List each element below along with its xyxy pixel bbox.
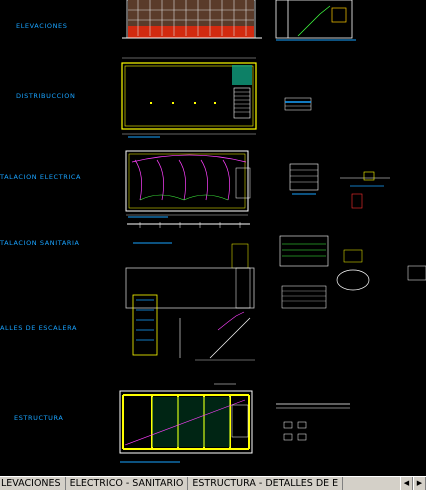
sanitary-plan-drawing (125, 222, 426, 309)
stair-details-drawing (132, 294, 255, 361)
section-label-electrica: TALACION ELECTRICA (0, 173, 82, 181)
electrical-plan-drawing (125, 150, 390, 218)
tab-estructura-detalles[interactable]: ESTRUCTURA - DETALLES DE E (188, 477, 344, 490)
layout-tabs: LEVACIONES ELECTRICO - SANITARIO ESTRUCT… (0, 477, 400, 490)
tab-elevaciones[interactable]: LEVACIONES (0, 477, 66, 490)
structure-plan-drawing (119, 383, 350, 463)
section-label-estructura: ESTRUCTURA (14, 414, 64, 422)
layout-tab-bar: LEVACIONES ELECTRICO - SANITARIO ESTRUCT… (0, 476, 426, 490)
triangle-left-icon[interactable]: ◀ (400, 477, 413, 490)
section-label-distribucion: DISTRIBUCCION (16, 92, 76, 100)
section-label-escalera: ALLES DE ESCALERA (0, 324, 78, 332)
drawing-canvas[interactable]: ELEVACIONES DISTRIBUCCION TALACION ELECT… (0, 0, 426, 476)
elevation-drawing (122, 0, 356, 41)
cad-drawings (119, 0, 426, 463)
triangle-right-icon[interactable]: ▶ (413, 477, 426, 490)
tab-electrico-sanitario[interactable]: ELECTRICO - SANITARIO (66, 477, 189, 490)
floor-plan-drawing (121, 57, 312, 138)
tab-scroll-controls: ◀ ▶ (400, 477, 426, 490)
section-label-elevaciones: ELEVACIONES (16, 22, 68, 30)
section-label-sanitaria: TALACION SANITARIA (0, 239, 80, 247)
